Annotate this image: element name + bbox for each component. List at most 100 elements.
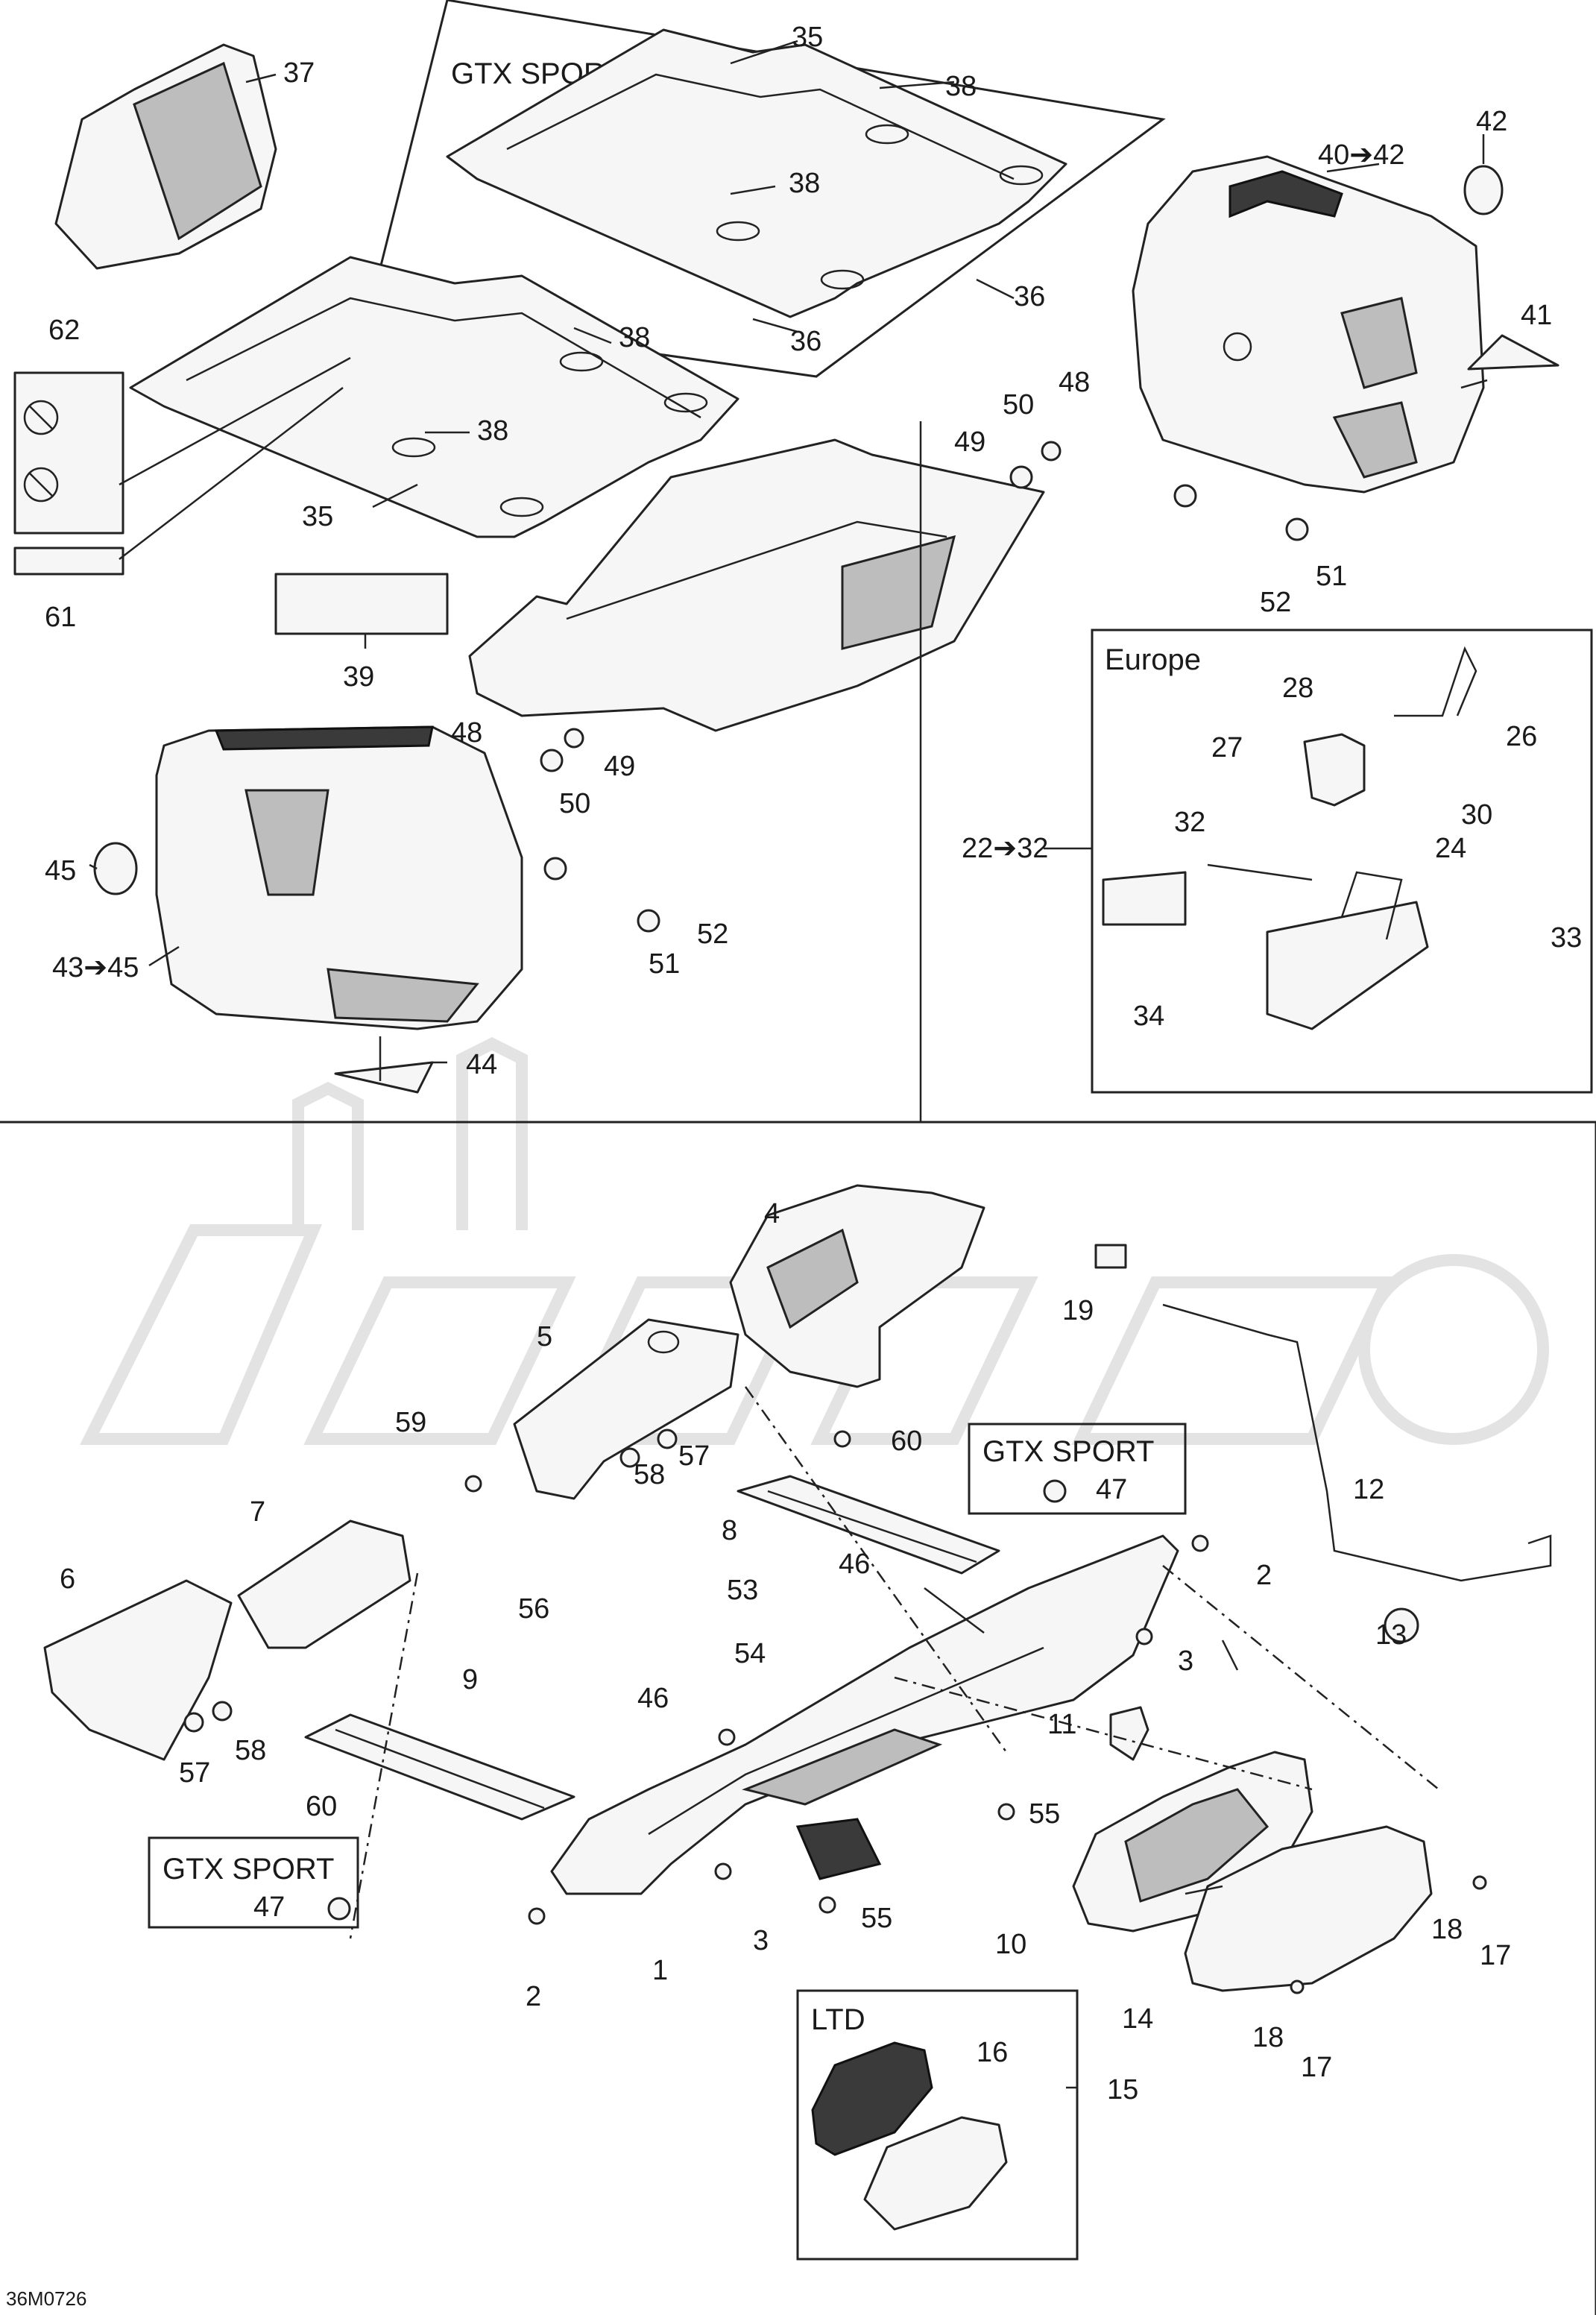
ltd-box: LTD — [796, 1989, 1079, 2261]
callout-10: 10 — [995, 1929, 1026, 1960]
callout-51-left: 51 — [649, 948, 680, 980]
callout-54: 54 — [734, 1638, 766, 1669]
callout-56: 56 — [518, 1593, 549, 1625]
reflector-45 — [93, 842, 138, 895]
callout-62: 62 — [48, 315, 80, 346]
callout-5: 5 — [537, 1321, 552, 1352]
callout-9: 9 — [462, 1664, 478, 1695]
callout-19: 19 — [1062, 1295, 1094, 1326]
callout-50-left: 50 — [559, 788, 590, 819]
rail-9 — [304, 1713, 575, 1821]
callout-47-top: 47 — [1096, 1474, 1127, 1505]
callout-48-left: 48 — [451, 717, 482, 749]
callout-38-left-2: 38 — [477, 415, 508, 447]
reflector-42 — [1463, 165, 1504, 215]
ltd-title: LTD — [811, 2003, 865, 2036]
callout-3-low: 3 — [753, 1925, 769, 1956]
callout-60-top: 60 — [891, 1426, 922, 1457]
gtx-sport-low-title: GTX SPORT — [163, 1853, 334, 1886]
side-case-right — [1132, 155, 1485, 494]
liner-plate-35-left — [129, 256, 739, 538]
callout-46-left: 46 — [637, 1683, 669, 1714]
bulb-13 — [1384, 1607, 1419, 1643]
callout-4: 4 — [764, 1198, 780, 1229]
callout-16: 16 — [977, 2037, 1008, 2068]
callout-36-top-2: 36 — [1014, 281, 1045, 312]
callout-53: 53 — [727, 1575, 758, 1606]
callout-18-low: 18 — [1252, 2022, 1284, 2053]
callout-17-top: 17 — [1480, 1940, 1511, 1971]
callout-28: 28 — [1282, 673, 1313, 704]
callout-13: 13 — [1375, 1619, 1407, 1651]
callout-44: 44 — [466, 1049, 497, 1080]
housing-4 — [729, 1184, 985, 1388]
gtx-sport-low-box: GTX SPORT — [148, 1836, 359, 1929]
callout-30: 30 — [1461, 799, 1492, 831]
callout-43-45: 43➔45 — [52, 952, 139, 983]
callouts: 35 38 38 36 36 37 38 38 35 62 61 39 50 4… — [6, 22, 1582, 2310]
callout-35-top: 35 — [792, 22, 823, 53]
decal-62 — [13, 371, 124, 535]
connector-19 — [1094, 1244, 1127, 1269]
gtx-sport-mid-title: GTX SPORT — [982, 1435, 1154, 1468]
callout-47-left: 47 — [253, 1892, 285, 1923]
callout-48-top: 48 — [1059, 367, 1090, 398]
callout-46-top: 46 — [839, 1549, 870, 1580]
callout-12: 12 — [1353, 1474, 1384, 1505]
callout-35-left: 35 — [302, 501, 333, 532]
callout-57-top: 57 — [678, 1440, 710, 1472]
cover-6 — [43, 1579, 233, 1761]
callout-60-left: 60 — [306, 1791, 337, 1822]
callout-18-top: 18 — [1431, 1914, 1463, 1945]
assembly-lines — [349, 1386, 1439, 1939]
leader-lines — [89, 40, 1488, 2089]
bracket-7 — [237, 1519, 411, 1649]
socket-11 — [1109, 1706, 1149, 1761]
callout-15: 15 — [1107, 2074, 1138, 2105]
diagram-code: 36M0726 — [6, 2287, 86, 2310]
harness-12 — [1162, 1303, 1552, 1582]
callout-50-top: 50 — [1003, 389, 1034, 421]
rail-8 — [737, 1475, 1000, 1575]
callout-17-low: 17 — [1301, 2052, 1332, 2083]
callout-41: 41 — [1521, 300, 1552, 331]
lower-frame — [0, 1121, 1596, 2315]
decal-61 — [13, 547, 124, 576]
callout-33: 33 — [1551, 922, 1582, 954]
callout-59: 59 — [395, 1407, 426, 1438]
callout-32: 32 — [1174, 807, 1205, 838]
liner-plate-35-top — [446, 28, 1067, 318]
side-case-left — [155, 725, 523, 1030]
callout-36-top-1: 36 — [790, 326, 821, 357]
callout-57-left: 57 — [179, 1757, 210, 1789]
top-cover-37 — [54, 43, 277, 270]
callout-2-top: 2 — [1256, 1560, 1272, 1591]
lens-14 — [1184, 1825, 1433, 1992]
callout-55-low: 55 — [861, 1903, 892, 1934]
callout-45: 45 — [45, 855, 76, 886]
callout-3-top: 3 — [1178, 1645, 1193, 1677]
callout-51-top: 51 — [1316, 561, 1347, 592]
callout-38-top-1: 38 — [945, 71, 977, 102]
callout-55-mid: 55 — [1029, 1798, 1060, 1830]
callout-24: 24 — [1435, 833, 1466, 864]
callout-58-top: 58 — [634, 1459, 665, 1490]
callout-49-top: 49 — [954, 426, 985, 458]
callout-2-low: 2 — [526, 1981, 541, 2012]
callout-27: 27 — [1211, 732, 1243, 763]
callout-52-left: 52 — [697, 919, 728, 950]
callout-22-32: 22➔32 — [962, 833, 1048, 864]
callout-38-left-1: 38 — [619, 322, 650, 353]
callout-49-left: 49 — [604, 751, 635, 782]
europe-frame: Europe — [1091, 629, 1593, 1094]
callout-61: 61 — [45, 602, 76, 633]
callout-34: 34 — [1133, 1001, 1164, 1032]
callout-58-left: 58 — [235, 1735, 266, 1766]
callout-8: 8 — [722, 1515, 737, 1546]
callout-7: 7 — [250, 1496, 265, 1528]
bracket-5 — [513, 1318, 739, 1500]
europe-title: Europe — [1105, 643, 1201, 676]
callout-11: 11 — [1047, 1709, 1076, 1740]
rack-1 — [550, 1534, 1179, 1895]
